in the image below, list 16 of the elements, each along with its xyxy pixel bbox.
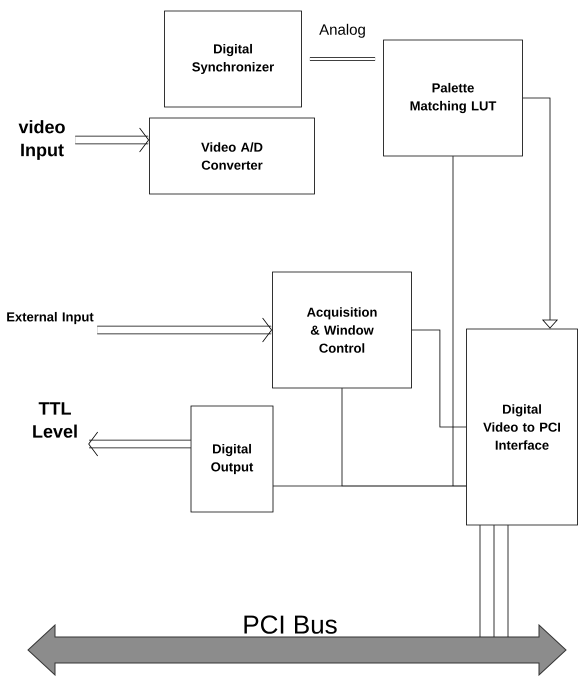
signal-line bbox=[310, 57, 376, 61]
process-box: Digital Video to PCI Interface bbox=[466, 328, 578, 526]
process-box: Palette Matching LUT bbox=[383, 40, 523, 156]
hollow-arrow bbox=[75, 128, 150, 152]
process-box: Digital Synchronizer bbox=[164, 10, 302, 108]
hollow-arrow bbox=[97, 318, 272, 342]
hollow-arrow bbox=[88, 432, 191, 456]
connector-line bbox=[412, 330, 466, 428]
edge-label: Analog bbox=[318, 22, 367, 39]
bus-label: PCI Bus bbox=[244, 615, 337, 634]
process-box: Acquisition & Window Control bbox=[272, 272, 412, 388]
input-label: External Input bbox=[7, 312, 94, 324]
input-label: TTL Level bbox=[33, 402, 77, 438]
input-label: video Input bbox=[18, 120, 65, 160]
process-box: Video A/D Converter bbox=[149, 118, 315, 194]
process-box: Digital Output bbox=[190, 406, 274, 512]
